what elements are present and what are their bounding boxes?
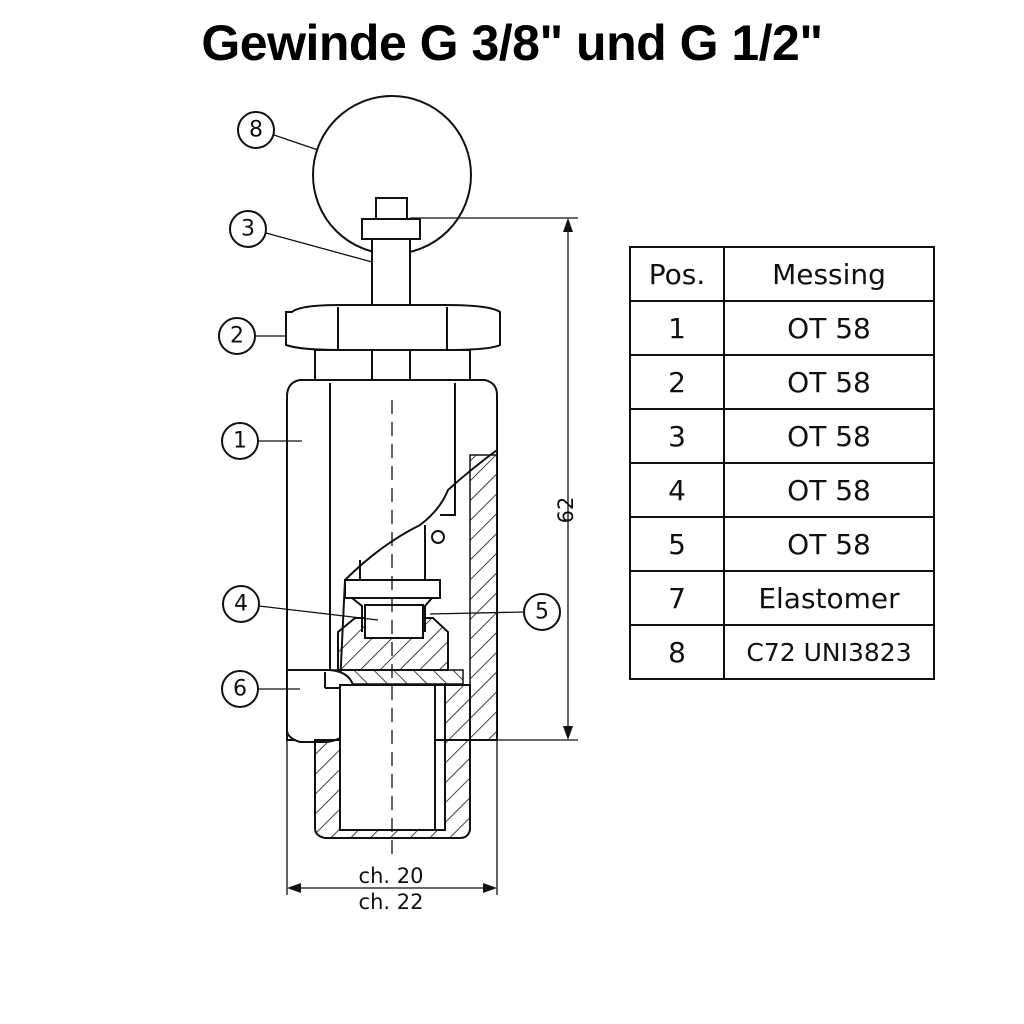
callout-3: 3 bbox=[229, 210, 373, 263]
pos-cell: 5 bbox=[629, 516, 725, 572]
pos-cell: 4 bbox=[629, 462, 725, 518]
pos-cell: 3 bbox=[629, 408, 725, 464]
callout-label: 1 bbox=[233, 429, 247, 454]
callout-2: 2 bbox=[218, 317, 286, 355]
material-cell: OT 58 bbox=[723, 354, 935, 410]
table-header-row: Pos. Messing bbox=[629, 246, 935, 302]
dimension-width: ch. 20 ch. 22 bbox=[286, 740, 498, 914]
callout-label: 4 bbox=[234, 592, 248, 617]
callout-8: 8 bbox=[237, 111, 319, 151]
material-cell: OT 58 bbox=[723, 300, 935, 356]
stem-part-3 bbox=[361, 197, 421, 307]
dimension-width-bottom: ch. 22 bbox=[359, 890, 424, 914]
dimension-height-label: 62 bbox=[554, 497, 578, 524]
pos-cell: 8 bbox=[629, 624, 725, 680]
header-material: Messing bbox=[723, 246, 935, 302]
callout-label: 3 bbox=[241, 217, 255, 242]
material-cell: OT 58 bbox=[723, 408, 935, 464]
header-pos: Pos. bbox=[629, 246, 725, 302]
callout-1: 1 bbox=[221, 422, 302, 460]
thread-section bbox=[314, 400, 471, 855]
drawing-title: Gewinde G 3/8" und G 1/2" bbox=[201, 15, 823, 71]
callout-label: 6 bbox=[233, 677, 247, 702]
nut-part-2 bbox=[285, 304, 501, 381]
pos-cell: 2 bbox=[629, 354, 725, 410]
callout-5: 5 bbox=[429, 593, 561, 631]
pos-cell: 7 bbox=[629, 570, 725, 626]
dimension-height: 62 bbox=[410, 217, 578, 741]
callout-label: 5 bbox=[535, 600, 549, 625]
callout-label: 2 bbox=[230, 324, 244, 349]
material-cell: OT 58 bbox=[723, 462, 935, 518]
callout-4: 4 bbox=[222, 585, 379, 623]
material-cell: OT 58 bbox=[723, 516, 935, 572]
callout-6: 6 bbox=[221, 670, 300, 708]
material-cell: C72 UNI3823 bbox=[723, 624, 935, 680]
dimension-width-top: ch. 20 bbox=[359, 864, 424, 888]
material-cell: Elastomer bbox=[723, 570, 935, 626]
pos-cell: 1 bbox=[629, 300, 725, 356]
callout-label: 8 bbox=[249, 118, 263, 143]
